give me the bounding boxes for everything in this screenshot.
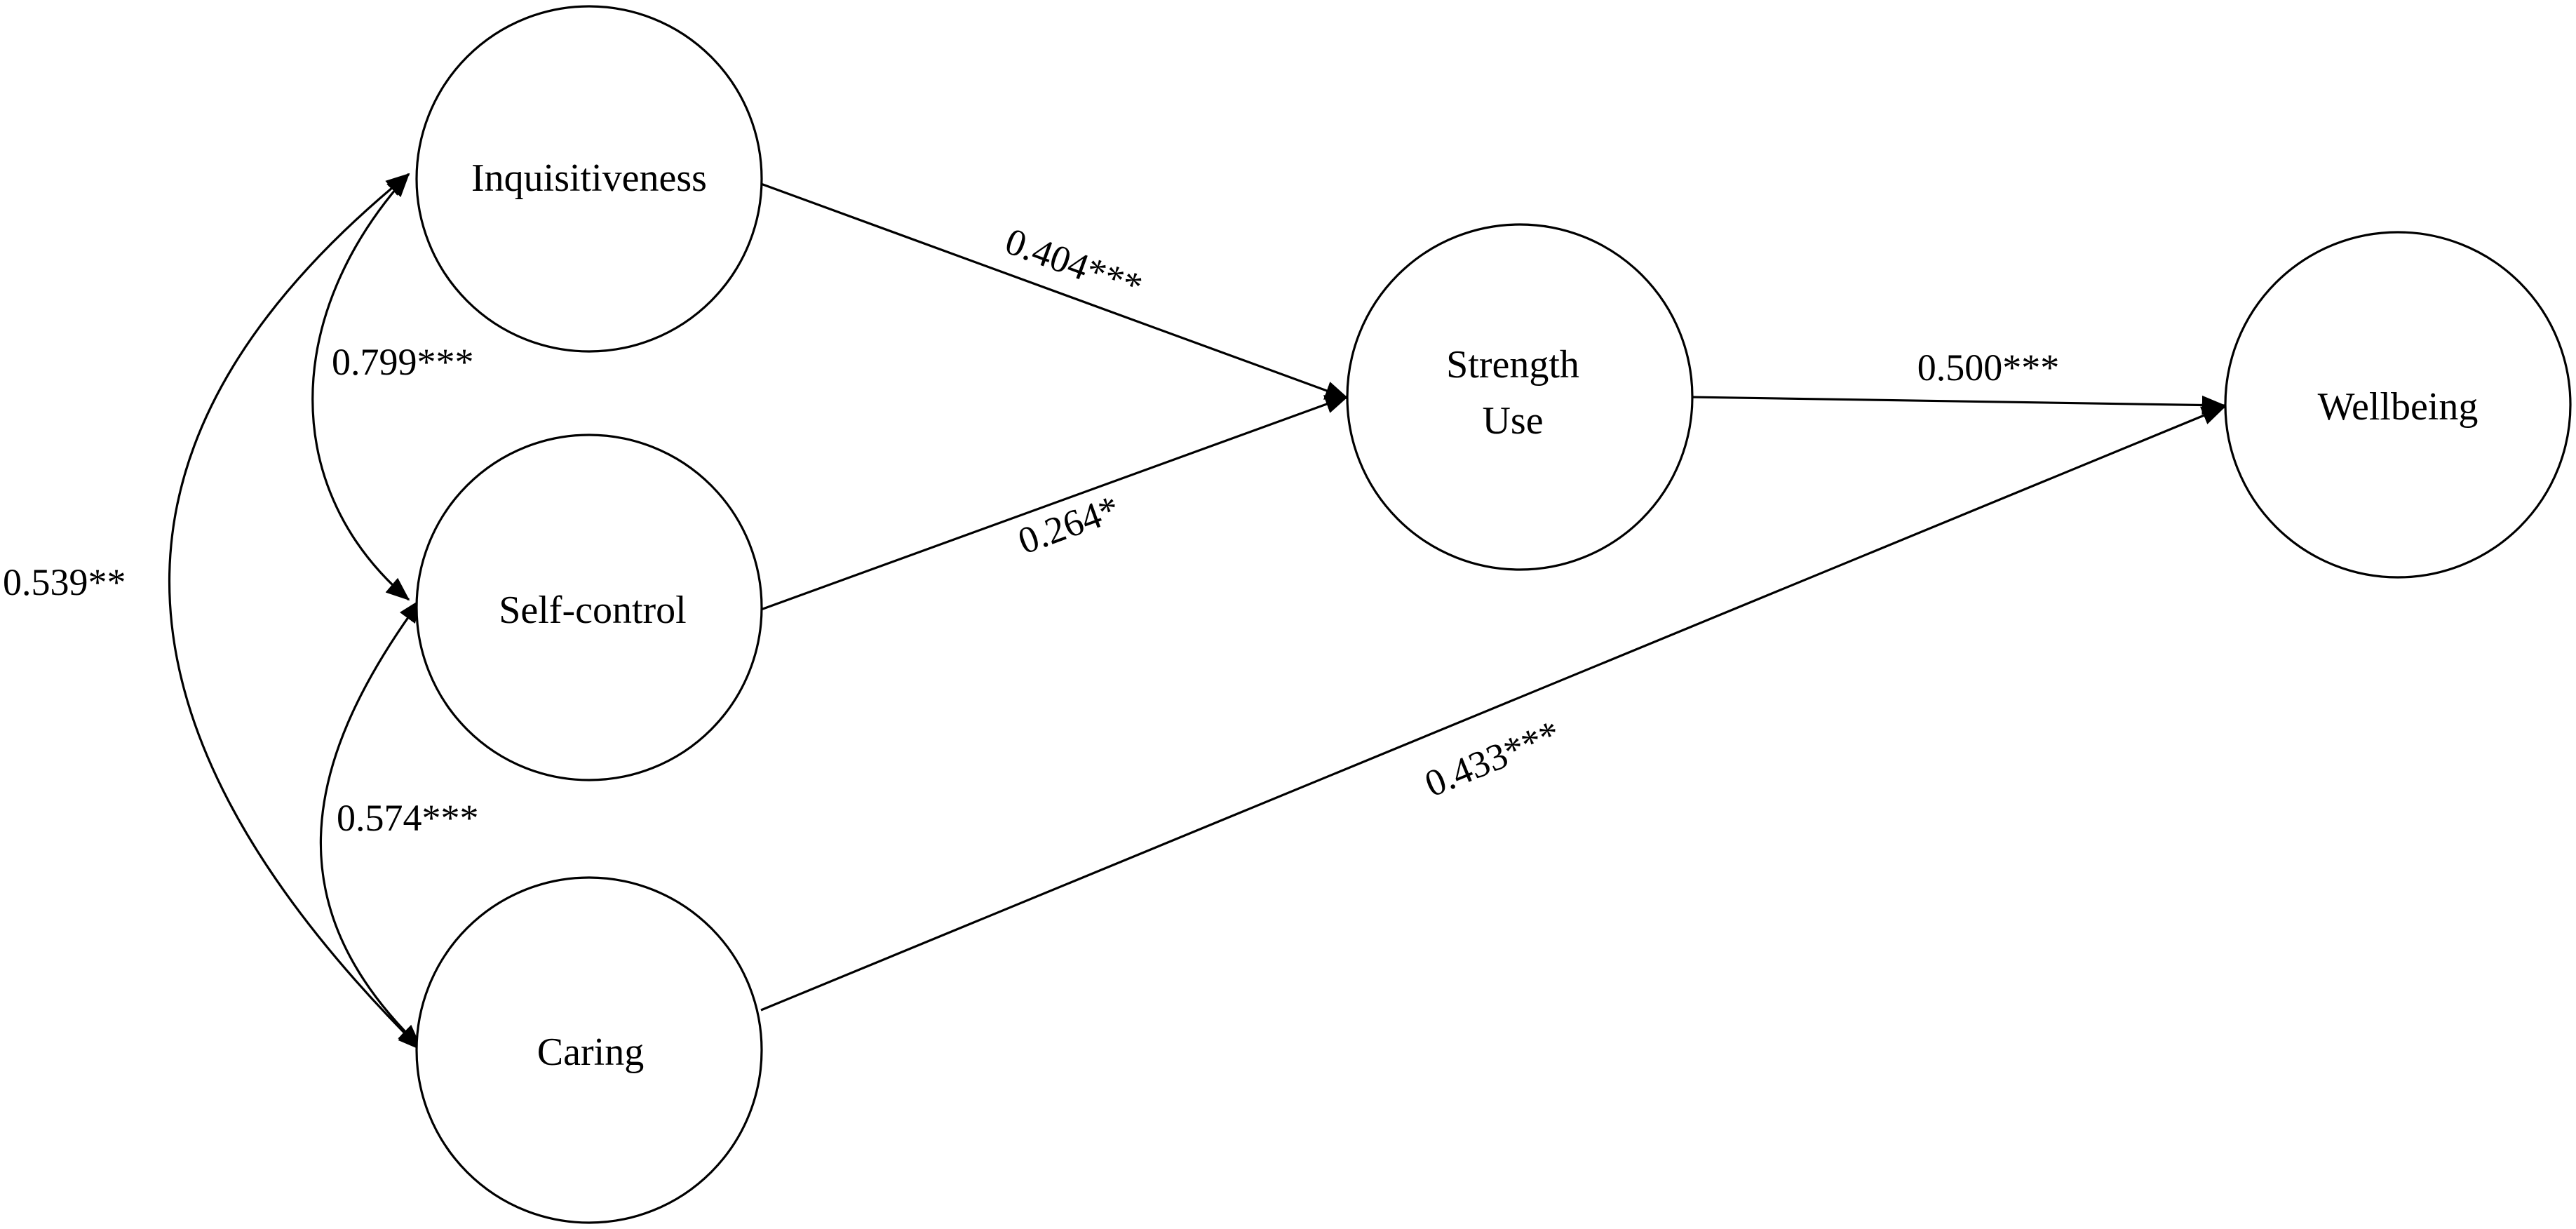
node-self-control (415, 434, 763, 781)
curve-inquisitiveness-caring (168, 173, 422, 1051)
edge-self-control-to-strength-use (760, 395, 1349, 611)
edge-inquisitiveness-to-strength-use (760, 182, 1349, 400)
corr-inquisitiveness-caring: 0.539** (3, 561, 126, 603)
coef-strength-use-wellbeing: 0.500*** (1917, 347, 2060, 389)
label-strength-use-line1: Strength (1446, 343, 1579, 387)
label-strength-use-line2: Use (1482, 399, 1543, 443)
edge-strength-use-to-wellbeing (1690, 395, 2226, 415)
label-inquisitiveness: Inquisitiveness (471, 156, 707, 200)
node-inquisitiveness (415, 5, 763, 353)
curve-self-control-caring (319, 598, 422, 1049)
node-wellbeing (2224, 231, 2572, 579)
label-caring: Caring (537, 1030, 644, 1074)
label-wellbeing: Wellbeing (2318, 385, 2479, 429)
corr-inquisitiveness-self-control: 0.799*** (332, 341, 474, 383)
label-self-control: Self-control (499, 589, 686, 632)
node-strength-use (1346, 223, 1694, 571)
coef-caring-wellbeing: 0.433*** (1419, 712, 1566, 805)
corr-self-control-caring: 0.574*** (337, 797, 479, 839)
edge-caring-to-wellbeing (760, 405, 2226, 1012)
node-caring (415, 876, 763, 1224)
curve-inquisitiveness-self-control (311, 173, 410, 601)
coef-inquisitiveness-strength-use: 0.404*** (1000, 220, 1148, 308)
